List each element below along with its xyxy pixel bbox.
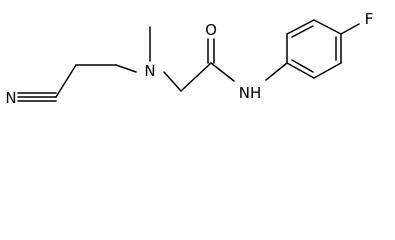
- nitrile-triple-bond: [17, 92, 57, 102]
- bond-carbonyl-amide: [210, 62, 235, 82]
- carbonyl-double-bond: [207, 38, 215, 64]
- bond-ch2-carbonyl: [180, 62, 212, 92]
- fluorine-label: F: [365, 10, 374, 28]
- chemical-structure-canvas: N N O NH F: [0, 0, 395, 116]
- carbonyl-oxygen-label: O: [205, 21, 217, 39]
- amide-nh-label: NH: [239, 84, 262, 102]
- nitrile-nitrogen-label: N: [5, 89, 16, 107]
- fluorophenyl-ring: [286, 19, 342, 79]
- bond-amide-ring: [265, 62, 288, 81]
- bond-cn-ch2: [55, 64, 77, 98]
- bond-ring-fluorine: [340, 23, 360, 35]
- bond-amine-ch2: [163, 71, 182, 92]
- molecule-drawing: N N O NH F: [5, 10, 374, 107]
- amine-nitrogen-label: N: [144, 62, 155, 80]
- bond-ch2-amine: [115, 64, 137, 73]
